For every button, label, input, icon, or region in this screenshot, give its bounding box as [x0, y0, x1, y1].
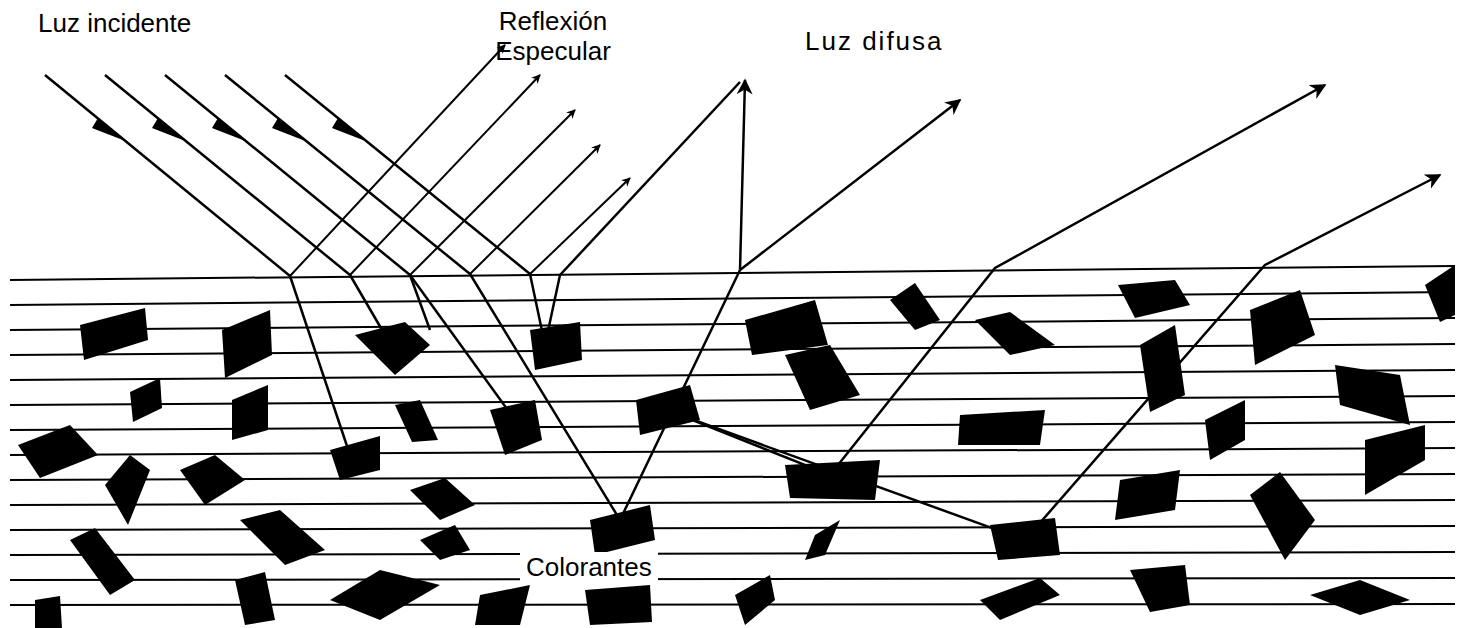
diffuse-paths	[290, 80, 1440, 540]
incident-arrowheads	[92, 118, 368, 142]
ray-label: Luz incidente	[38, 8, 191, 38]
colorant-particles	[18, 265, 1455, 628]
part-label: Colorantes	[520, 552, 658, 582]
specular-rays	[290, 45, 630, 276]
ray-label: Luz difusa	[805, 26, 944, 56]
incident-rays	[45, 75, 530, 276]
ray-label: Reflexión Especular	[478, 6, 628, 66]
